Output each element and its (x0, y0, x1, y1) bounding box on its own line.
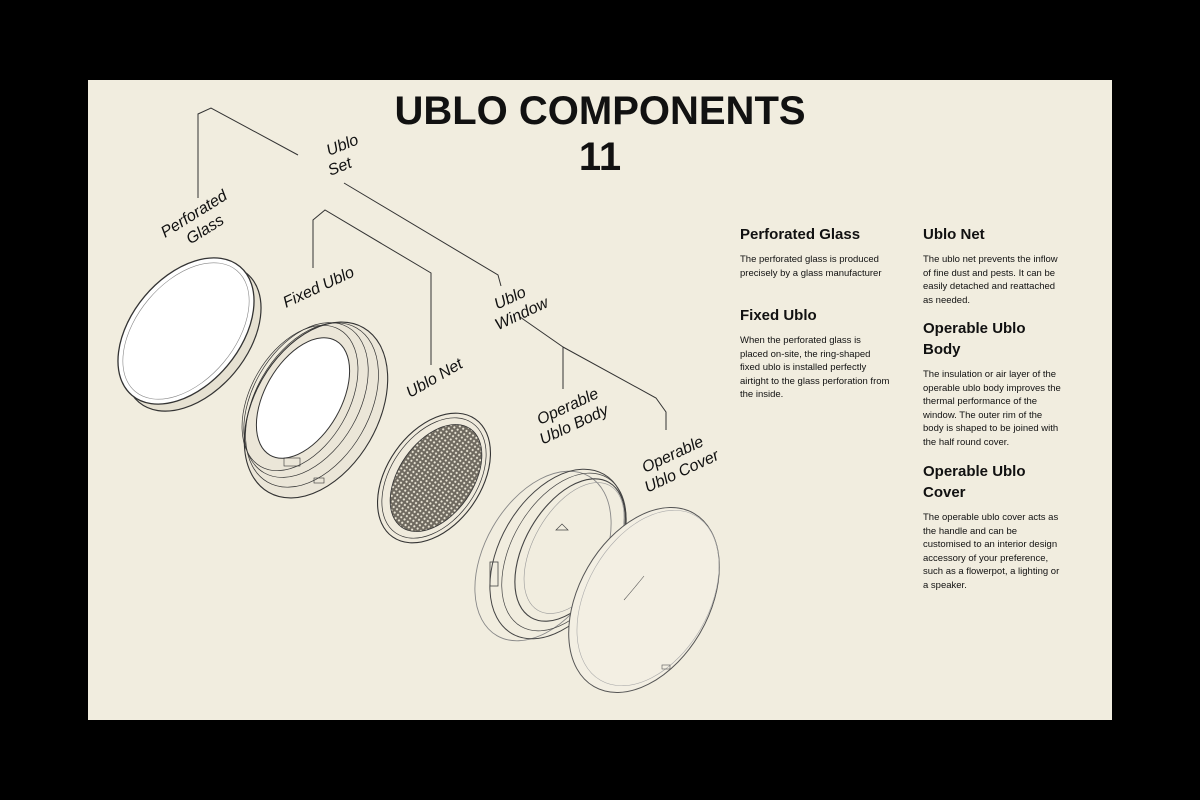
label-perforated-glass: Perforated Glass (158, 185, 244, 257)
label-operable-ublo-body: Operable Ublo Body (529, 384, 613, 449)
ublo-net-part (376, 412, 492, 544)
leader-fixed-ublo (312, 209, 432, 365)
label-fixed-ublo: Fixed Ublo (281, 264, 358, 312)
label-ublo-set: Ublo Set (319, 130, 373, 180)
leader-lines (197, 107, 667, 430)
poster: UBLO COMPONENTS 11 (88, 80, 1112, 720)
desc-operable-ublo-cover: Operable Ublo Cover The operable ublo co… (923, 461, 1063, 593)
label-ublo-window: Ublo Window (485, 277, 553, 334)
operable-cover-part (568, 507, 720, 693)
desc-perforated-glass: Perforated Glass The perforated glass is… (740, 224, 890, 280)
desc-text: When the perforated glass is placed on-s… (740, 335, 890, 401)
desc-operable-ublo-body: Operable Ublo Body The insulation or air… (923, 318, 1063, 450)
desc-heading: Fixed Ublo (740, 307, 817, 324)
desc-text: The perforated glass is produced precise… (740, 254, 882, 279)
leader-window (519, 316, 564, 389)
leader-set (197, 107, 299, 198)
fixed-ublo-part (241, 321, 389, 499)
desc-heading: Perforated Glass (740, 226, 861, 243)
desc-fixed-ublo: Fixed Ublo When the perforated glass is … (740, 305, 890, 402)
label-operable-ublo-cover: Operable Ublo Cover (634, 430, 722, 497)
perforated-glass-part (117, 257, 262, 412)
desc-heading: Ublo Net (923, 226, 985, 243)
leader-cover (562, 346, 667, 430)
desc-heading: Operable Ublo Cover (923, 463, 1026, 501)
desc-text: The insulation or air layer of the opera… (923, 369, 1061, 448)
desc-text: The operable ublo cover acts as the hand… (923, 512, 1060, 591)
desc-heading: Operable Ublo Body (923, 320, 1026, 358)
title-line-2: 11 (578, 135, 622, 179)
desc-ublo-net: Ublo Net The ublo net prevents the inflo… (923, 224, 1063, 307)
label-ublo-net: Ublo Net (404, 355, 467, 401)
desc-text: The ublo net prevents the inflow of fine… (923, 254, 1058, 306)
exploded-diagram: Ublo Set Perforated Glass Fixed Ublo Ubl… (117, 107, 722, 693)
leader-set-to-window (343, 182, 502, 287)
page-title: UBLO COMPONENTS 11 (88, 88, 1112, 180)
title-line-1: UBLO COMPONENTS (394, 89, 806, 133)
